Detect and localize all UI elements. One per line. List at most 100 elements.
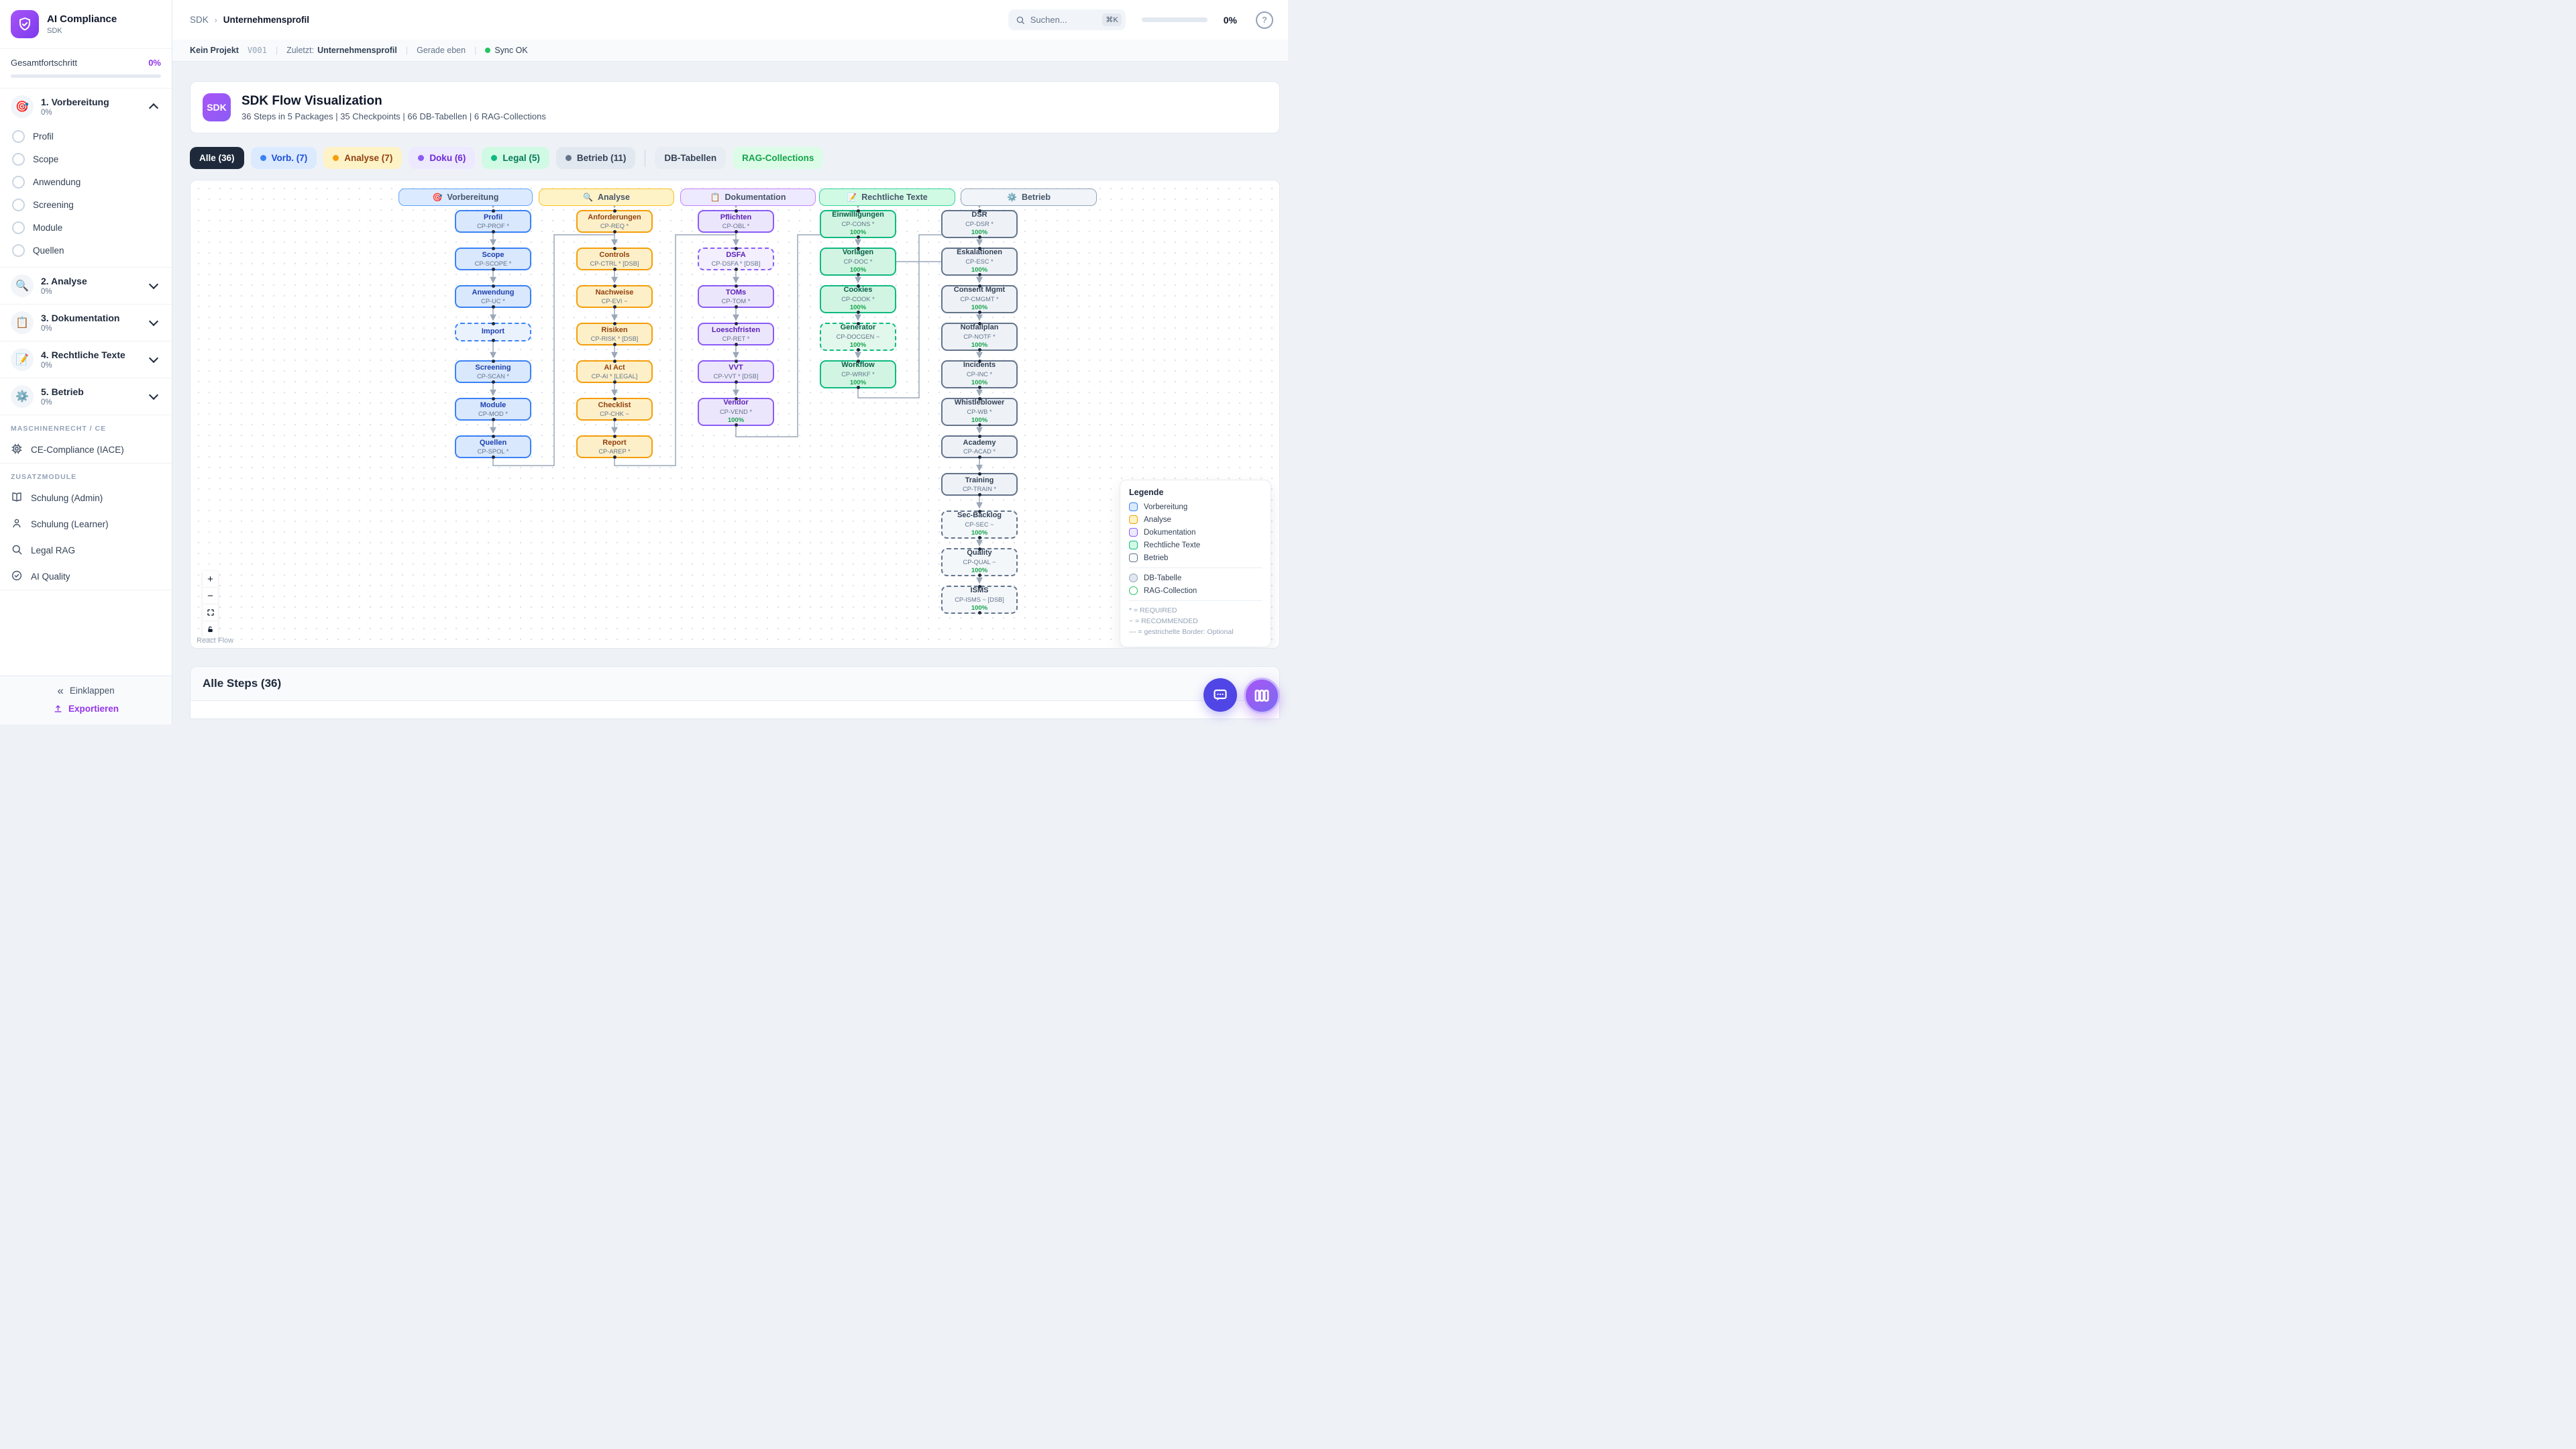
group-label: ZUSATZMODULE — [11, 473, 77, 481]
sidebar-module-ce-compliance-iace-[interactable]: CE-Compliance (IACE) — [0, 437, 172, 463]
sidebar-item-scope[interactable]: Scope — [0, 148, 172, 170]
flow-column-header-betrieb[interactable]: ⚙️Betrieb — [961, 189, 1097, 206]
node-title: Einwilligungen — [832, 211, 884, 219]
node-code: CP-SCAN * — [476, 373, 510, 380]
zoom-out-button[interactable]: − — [203, 588, 218, 604]
radio-circle-icon — [12, 221, 25, 234]
filter-chip-vorb[interactable]: Vorb. (7) — [250, 147, 317, 169]
node-code: CP-INC * — [966, 370, 993, 378]
sidebar-item-module[interactable]: Module — [0, 216, 172, 239]
node-progress-value: 100% — [971, 228, 988, 236]
chip-dot-icon — [418, 155, 425, 161]
node-progress-value: 100% — [971, 416, 988, 424]
filter-chip-db[interactable]: DB-Tabellen — [655, 147, 727, 169]
sidebar-module-schulung-learner-[interactable]: Schulung (Learner) — [0, 511, 172, 537]
reactflow-attribution[interactable]: React Flow — [197, 637, 234, 645]
columns-fab-button[interactable] — [1244, 678, 1280, 714]
fit-view-icon — [207, 609, 214, 616]
legend-swatch-icon — [1129, 502, 1138, 511]
flow-node-import[interactable]: Import — [455, 322, 531, 342]
flow-column-header-doku[interactable]: 📋Dokumentation — [680, 189, 816, 206]
zoom-in-button[interactable]: + — [203, 571, 218, 588]
sidebar-item-quellen[interactable]: Quellen — [0, 239, 172, 262]
sidebar-item-screening[interactable]: Screening — [0, 193, 172, 216]
collapse-sidebar-button[interactable]: « Einklappen — [57, 685, 114, 696]
sidebar-item-anwendung[interactable]: Anwendung — [0, 170, 172, 193]
sidebar-module-ai-quality[interactable]: AI Quality — [0, 564, 172, 590]
export-button[interactable]: Exportieren — [53, 704, 119, 714]
filter-chip-rag[interactable]: RAG-Collections — [733, 147, 824, 169]
fit-view-button[interactable] — [203, 604, 218, 621]
filter-chip-doku[interactable]: Doku (6) — [409, 147, 476, 169]
node-code: CP-RISK * [DSB] — [590, 335, 639, 343]
chip-dot-icon — [260, 155, 266, 161]
sidebar-module-schulung-admin-[interactable]: Schulung (Admin) — [0, 485, 172, 511]
section-emoji-icon: 🎯 — [11, 95, 34, 118]
filter-chip-analyse[interactable]: Analyse (7) — [323, 147, 402, 169]
sidebar-item-profil[interactable]: Profil — [0, 125, 172, 148]
node-code: CP-UC * — [481, 298, 505, 305]
section-progress: 0% — [41, 362, 52, 370]
lock-button[interactable] — [203, 621, 218, 638]
sidebar-module-legal-rag[interactable]: Legal RAG — [0, 537, 172, 564]
search-input[interactable]: Suchen... ⌘K — [1008, 9, 1126, 30]
node-code: CP-COOK * — [841, 295, 875, 303]
legend-label: Betrieb — [1144, 553, 1169, 562]
flow-column-header-vorb[interactable]: 🎯Vorbereitung — [398, 189, 533, 206]
sidebar-item-label: Screening — [33, 199, 74, 210]
filter-chip-all[interactable]: Alle (36) — [190, 147, 244, 169]
main-region: SDK › Unternehmensprofil Suchen... ⌘K 0%… — [172, 0, 1288, 724]
node-title: Profil — [483, 213, 503, 221]
node-code: CP-SCOPE * — [474, 260, 512, 268]
flow-column-header-legal[interactable]: 📝Rechtliche Texte — [819, 189, 955, 206]
help-icon[interactable]: ? — [1256, 11, 1273, 29]
filter-chip-legal[interactable]: Legal (5) — [482, 147, 549, 169]
breadcrumb-sdk[interactable]: SDK — [190, 15, 209, 25]
legend-swatch-icon — [1129, 553, 1138, 562]
chat-fab-button[interactable] — [1203, 678, 1237, 712]
flow-column-header-analyse[interactable]: 🔍Analyse — [539, 189, 674, 206]
filter-chip-betrieb[interactable]: Betrieb (11) — [555, 147, 636, 169]
